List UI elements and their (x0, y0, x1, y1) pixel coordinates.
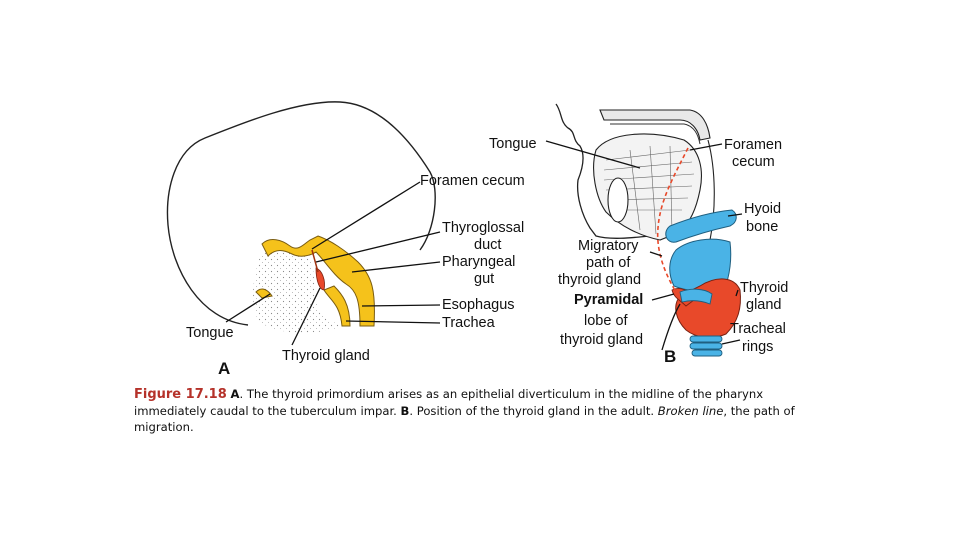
label-hyoid-b: Hyoid (744, 201, 781, 217)
leader-foramen-cecum-b (690, 144, 722, 150)
label-esophagus-a: Esophagus (442, 297, 515, 313)
panel-b-letter: B (664, 347, 676, 366)
label-thyroid-gland-a: Thyroid gland (282, 348, 370, 364)
label-gut-a: gut (474, 271, 494, 287)
tracheal-rings (690, 336, 722, 356)
label-tracheal-b: Tracheal (730, 321, 786, 337)
caption-broken-line: Broken line (658, 404, 724, 418)
label-foramen-b: Foramen (724, 137, 782, 153)
label-path-of-b: path of (586, 255, 631, 271)
label-tongue-a: Tongue (186, 325, 234, 341)
label-lobe-of-b: lobe of (584, 313, 629, 329)
leader-pyramidal-b (652, 294, 674, 300)
label-pharyngeal-a: Pharyngeal (442, 254, 515, 270)
leader-pharyngeal (352, 262, 440, 272)
label-tongue-b: Tongue (489, 136, 537, 152)
mandible-oval (608, 178, 628, 222)
label-bone-b: bone (746, 219, 778, 235)
label-thyroid-b: Thyroid (740, 280, 788, 296)
panel-a-letter: A (218, 359, 230, 378)
figure-caption: Figure 17.18 A. The thyroid primordium a… (134, 386, 824, 435)
label-thyroid-gland-pyr-b: thyroid gland (560, 332, 643, 348)
label-rings-b: rings (742, 339, 773, 355)
label-cecum-b: cecum (732, 154, 775, 170)
leader-foramen-cecum (312, 182, 420, 249)
label-migratory-b: Migratory (578, 238, 639, 254)
label-trachea-a: Trachea (442, 315, 496, 331)
panel-b-diagram: Tongue Foramen cecum Hyoid bone Migrator… (489, 104, 788, 366)
label-pyramidal-b: Pyramidal (574, 292, 643, 308)
label-foramen-cecum-a: Foramen cecum (420, 173, 525, 189)
label-thyroid-gland-mig-b: thyroid gland (558, 272, 641, 288)
caption-b-text: . Position of the thyroid gland in the a… (409, 404, 657, 418)
label-gland-b: gland (746, 297, 781, 313)
label-duct-a: duct (474, 237, 501, 253)
figure-number: Figure 17.18 (134, 387, 227, 402)
leader-rings-b (722, 340, 740, 344)
label-thyroglossal-a: Thyroglossal (442, 220, 524, 236)
panel-a-diagram: Foramen cecum Thyroglossal duct Pharynge… (167, 102, 524, 378)
